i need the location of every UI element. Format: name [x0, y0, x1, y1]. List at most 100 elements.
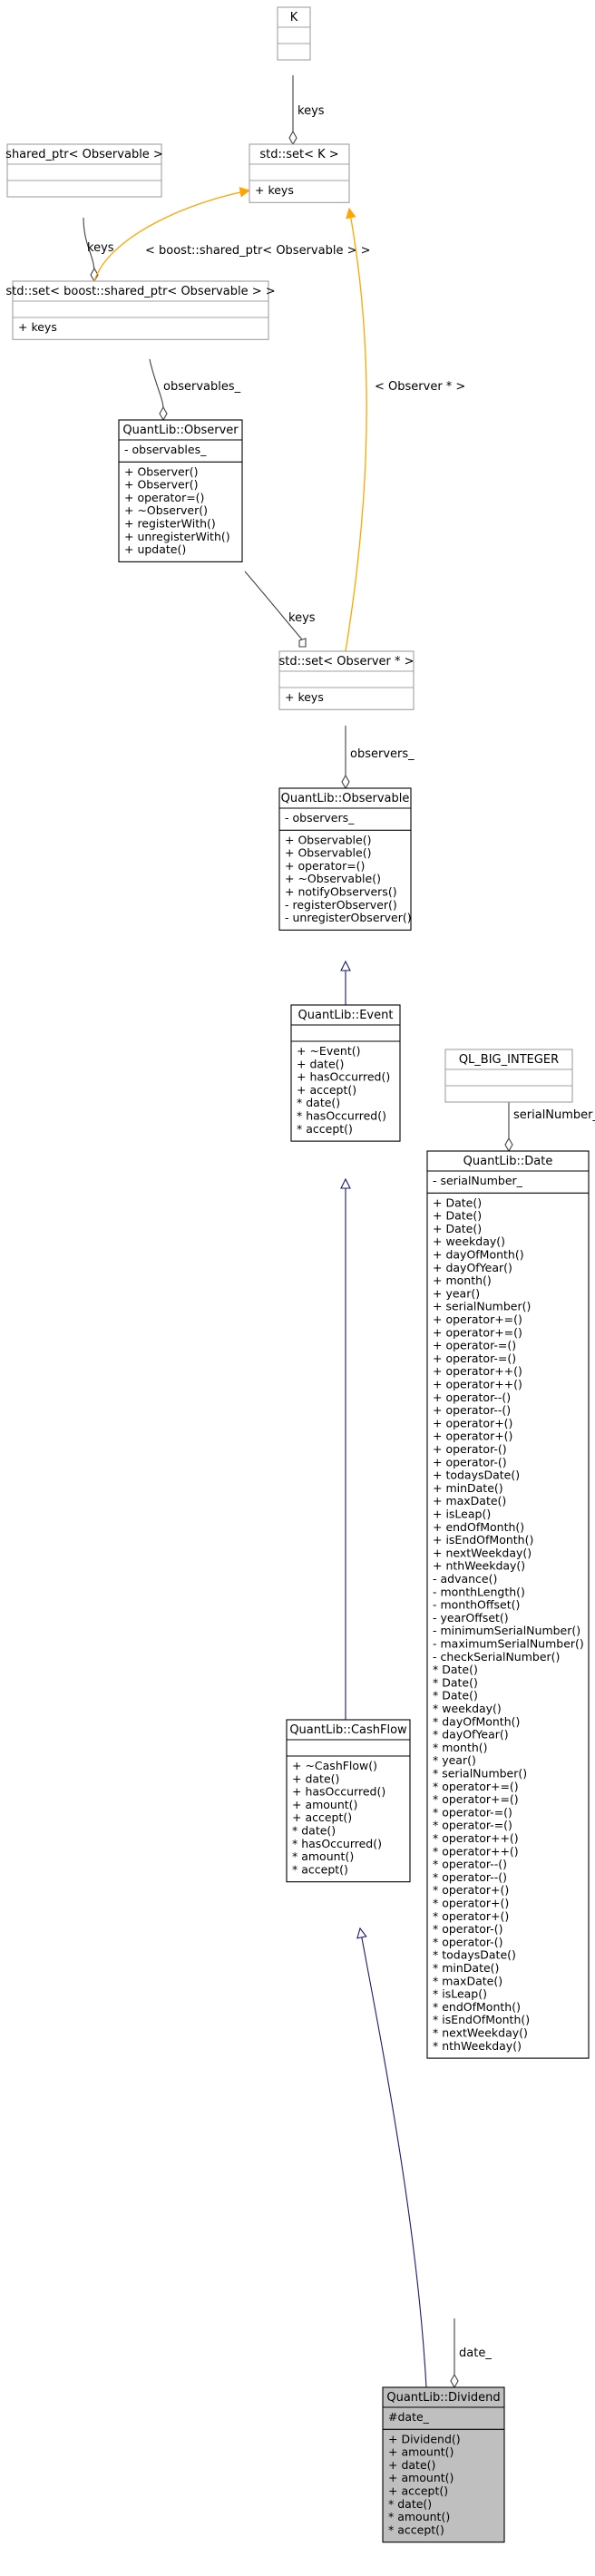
class-method: + Observable() [285, 846, 371, 860]
aggregation-diamond [504, 1137, 513, 1153]
class-method: + keys [18, 320, 57, 334]
class-method: + nextWeekday() [433, 1546, 532, 1559]
class-method: * amount() [388, 2510, 450, 2523]
class-method: * operator+() [433, 1909, 509, 1923]
class-method: + accept() [292, 1810, 352, 1824]
edge-observer-setobserver [244, 571, 303, 640]
class-method: + operator-=() [433, 1339, 516, 1352]
class-box-event[interactable]: QuantLib::Event+ ~Event()+ date()+ hasOc… [290, 1004, 401, 1142]
class-method: + operator+() [433, 1429, 512, 1443]
class-method: - monthOffset() [433, 1598, 520, 1612]
class-method: + keys [285, 690, 324, 704]
class-method: + serialNumber() [433, 1300, 531, 1313]
class-method: + Date() [433, 1195, 482, 1209]
class-method: * month() [433, 1741, 488, 1754]
class-method: + nthWeekday() [433, 1559, 525, 1573]
class-method: * operator+() [433, 1897, 509, 1910]
class-method: * dayOfYear() [433, 1728, 509, 1742]
class-attribute: #date_ [388, 2410, 430, 2424]
class-attribute: - observables_ [124, 443, 207, 456]
class-method: * accept() [297, 1122, 353, 1136]
class-method: + operator+=() [433, 1312, 522, 1326]
class-title: QuantLib::CashFlow [289, 1723, 407, 1737]
class-method: * hasOccurred() [292, 1837, 382, 1850]
class-method: + minDate() [433, 1481, 503, 1495]
class-title: QuantLib::Event [298, 1009, 394, 1022]
class-method: * weekday() [433, 1702, 502, 1715]
class-method: + ~CashFlow() [292, 1759, 377, 1772]
class-box-set-observer[interactable]: std::set< Observer * >+ keys [278, 650, 415, 710]
edge-template-observer [345, 209, 367, 652]
class-method: + notifyObservers() [285, 885, 397, 899]
class-method: * minDate() [433, 1961, 499, 1975]
class-title: std::set< boost::shared_ptr< Observable … [5, 285, 275, 298]
class-method: * operator-() [433, 1922, 502, 1936]
class-box-ql-big-integer[interactable]: QL_BIG_INTEGER [444, 1049, 573, 1103]
class-method: * Date() [433, 1689, 478, 1703]
class-method: + operator+() [433, 1416, 512, 1429]
class-attribute: - observers_ [285, 811, 355, 825]
class-box-dividend[interactable]: QuantLib::Dividend#date_+ Dividend()+ am… [382, 2386, 505, 2543]
edge-label-serialnumber: serialNumber_ [513, 1108, 595, 1122]
class-method: + maxDate() [433, 1494, 506, 1508]
class-box-frame [118, 419, 243, 562]
aggregation-diamond [288, 130, 298, 146]
class-method: + ~Event() [297, 1044, 360, 1058]
class-method: + ~Observer() [124, 503, 208, 517]
class-box-shared-ptr[interactable]: shared_ptr< Observable > [5, 143, 163, 198]
class-box-cashflow[interactable]: QuantLib::CashFlow+ ~CashFlow()+ date()+… [286, 1719, 411, 1883]
class-method: + update() [124, 542, 186, 556]
class-method: * year() [433, 1753, 476, 1767]
class-method: + unregisterWith() [124, 530, 230, 543]
edge-label-keys-observer: keys [288, 611, 316, 625]
class-title: K [290, 11, 298, 24]
class-method: + isLeap() [433, 1508, 491, 1521]
class-box-frame [12, 280, 269, 340]
class-method: + keys [255, 183, 294, 197]
class-method: + operator-() [433, 1442, 507, 1456]
class-method: + Date() [433, 1209, 482, 1223]
class-method: + month() [433, 1273, 492, 1287]
class-method: * serialNumber() [433, 1767, 527, 1781]
class-method: + Observer() [124, 464, 199, 478]
class-method: * endOfMonth() [433, 2000, 521, 2014]
class-method: + operator=() [124, 491, 204, 504]
class-method: - yearOffset() [433, 1611, 509, 1625]
class-box-observable[interactable]: QuantLib::Observable- observers_+ Observ… [278, 787, 412, 931]
class-method: + hasOccurred() [292, 1785, 385, 1799]
class-method: * operator+() [433, 1883, 509, 1897]
edge-template-shared [93, 190, 249, 282]
class-method: * accept() [292, 1862, 348, 1876]
class-method: + date() [297, 1057, 344, 1070]
class-box-date[interactable]: QuantLib::Date- serialNumber_+ Date()+ D… [426, 1150, 590, 2059]
class-method: * operator-() [433, 1935, 502, 1948]
class-method: * Date() [433, 1675, 478, 1689]
class-method: + ~Observable() [285, 872, 381, 885]
class-box-frame [444, 1049, 573, 1103]
class-box-k[interactable]: K [277, 6, 311, 61]
class-box-observer[interactable]: QuantLib::Observer- observables_+ Observ… [118, 419, 243, 562]
edges: keys keys < boost::shared_ptr< Observabl… [83, 75, 595, 2389]
class-method: + year() [433, 1286, 480, 1300]
class-method: * date() [388, 2497, 432, 2511]
class-method: - maximumSerialNumber() [433, 1637, 584, 1651]
class-method: + date() [292, 1771, 339, 1785]
class-method: * hasOccurred() [297, 1109, 386, 1123]
class-title: shared_ptr< Observable > [5, 148, 163, 161]
class-method: * nthWeekday() [433, 2039, 522, 2053]
class-method: * operator+=() [433, 1792, 519, 1806]
class-method: + operator--() [433, 1390, 511, 1404]
class-box-set-k[interactable]: std::set< K >+ keys [249, 143, 350, 203]
class-method: + Observable() [285, 833, 371, 846]
class-method: + dayOfYear() [433, 1261, 512, 1274]
class-method: + operator++() [433, 1364, 522, 1378]
class-box-set-shared[interactable]: std::set< boost::shared_ptr< Observable … [5, 280, 276, 340]
edge-inherit-dividend-cashflow [360, 1928, 427, 2388]
class-method: * isEndOfMonth() [433, 2013, 530, 2026]
class-method: + endOfMonth() [433, 1520, 524, 1534]
edge-sharedptr-setshared [83, 217, 95, 273]
class-method: - registerObserver() [285, 898, 397, 912]
class-method: * maxDate() [433, 1974, 502, 1987]
